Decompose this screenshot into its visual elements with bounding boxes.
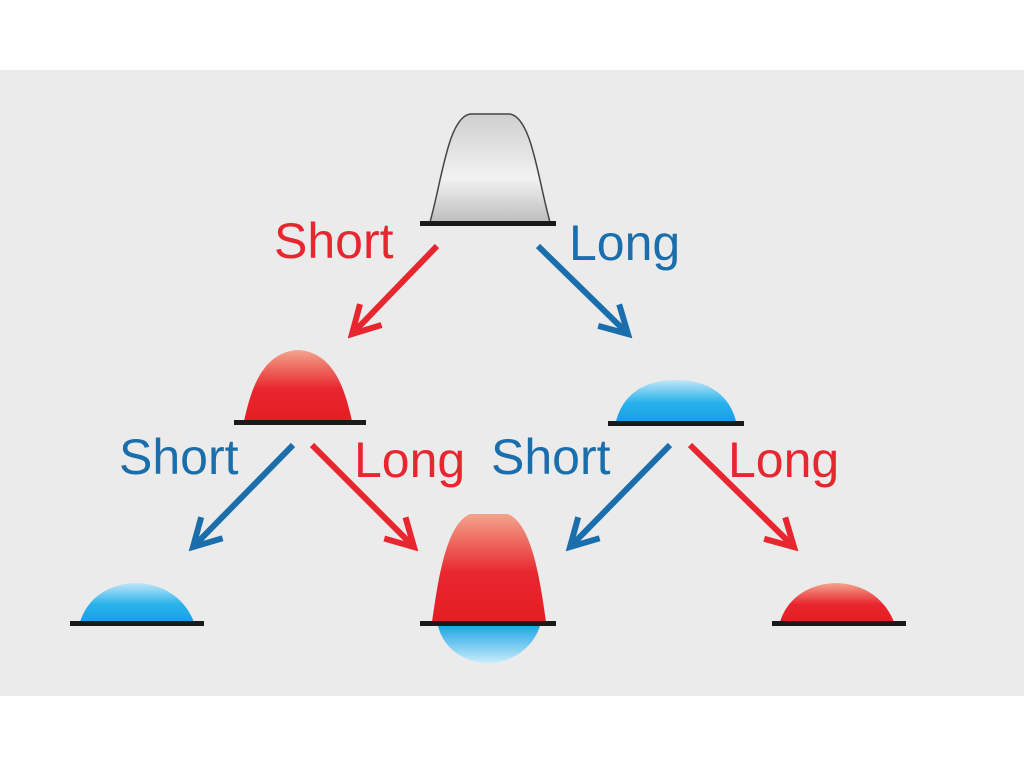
leaf-mixed-red-blue: [420, 514, 556, 663]
right-node-short-arrow: [570, 442, 673, 547]
leaf-2-baseline: [420, 621, 556, 626]
right-node-long-label: Long: [728, 432, 839, 488]
root-long-arrow: [535, 243, 628, 334]
left-node-long-arrow: [309, 442, 414, 547]
left-node-short-arrow: [193, 442, 296, 547]
left-node-distribution-red: [234, 350, 366, 425]
left-node-short-label: Short: [119, 429, 239, 485]
left-node-baseline: [234, 420, 366, 425]
leaf-long-long-red: [772, 583, 906, 626]
right-node-long-arrow: [687, 442, 794, 547]
leaf-1-baseline: [70, 621, 204, 626]
leaf-short-short-blue: [70, 583, 204, 626]
root-long-label: Long: [569, 215, 680, 271]
right-node-baseline: [608, 421, 744, 426]
right-node-short-label: Short: [491, 429, 611, 485]
root-short-arrow: [352, 243, 440, 334]
root-baseline: [420, 221, 556, 226]
right-node-distribution-blue: [608, 380, 744, 426]
leaf-3-baseline: [772, 621, 906, 626]
root-short-label: Short: [274, 213, 394, 269]
left-node-long-label: Long: [354, 432, 465, 488]
root-distribution-gray: [420, 113, 556, 226]
